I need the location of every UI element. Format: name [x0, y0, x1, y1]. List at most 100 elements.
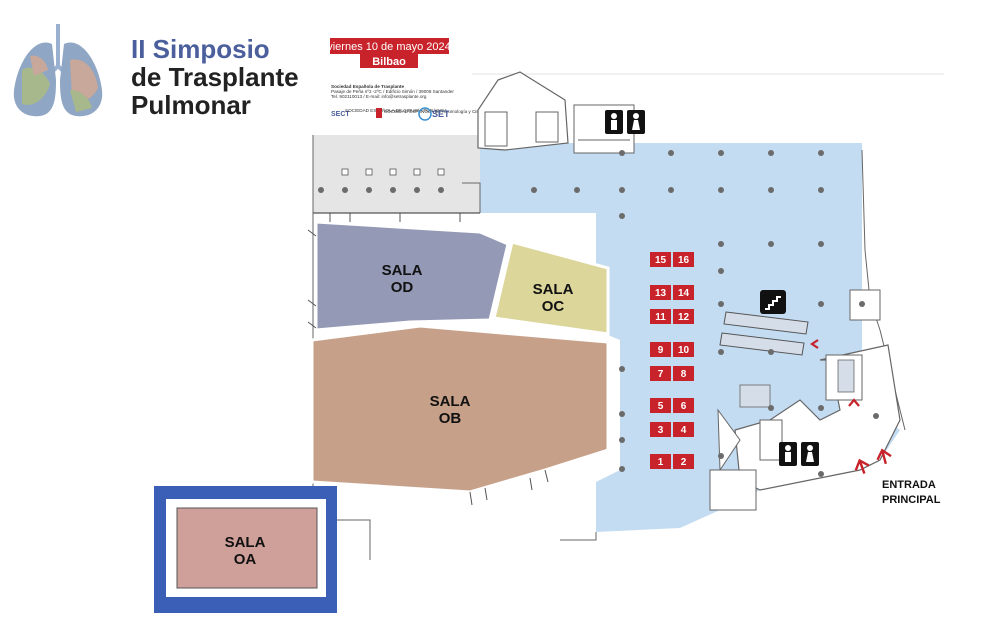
column-dot-icon: [366, 187, 372, 193]
booth-13[interactable]: 13: [650, 285, 671, 300]
sala-od[interactable]: SALA OD: [314, 220, 510, 332]
column-dot-icon: [768, 349, 774, 355]
event-city-badge: [360, 54, 418, 68]
escalator-1-icon: [723, 311, 809, 335]
booth-box: [673, 454, 694, 469]
booth-5[interactable]: 5: [650, 398, 671, 413]
booth-box: [650, 398, 671, 413]
column-dot-icon: [619, 466, 625, 472]
sala-oc[interactable]: SALA OC: [492, 240, 610, 336]
booth-box: [650, 454, 671, 469]
column-dot-icon: [718, 187, 724, 193]
booth-number: 10: [678, 345, 690, 356]
booth-box: [673, 285, 694, 300]
org-address: Pasaje de Peña nº2 -2ºC / Edificio Simón…: [331, 89, 454, 94]
booth-number: 3: [658, 425, 664, 436]
booth-1[interactable]: 1: [650, 454, 671, 469]
sponsor-separ-logo-icon: [376, 108, 382, 118]
event-date: viernes 10 de mayo 2024: [327, 41, 451, 53]
column-dot-icon: [818, 301, 824, 307]
booth-number: 7: [658, 369, 664, 380]
booth-box: [673, 309, 694, 324]
sala-ob[interactable]: SALA OB: [310, 324, 610, 494]
booth-number: 16: [678, 255, 690, 266]
booth-number: 6: [681, 401, 687, 412]
column-dot-icon: [768, 187, 774, 193]
entrance-arrow-icon-1: [810, 339, 819, 349]
lungs-logo-icon: [13, 24, 103, 117]
booth-12[interactable]: 12: [673, 309, 694, 324]
column-dot-icon: [818, 187, 824, 193]
restroom-icon-entrance[interactable]: [779, 442, 819, 466]
sala-ob-label-1: SALA: [430, 393, 471, 410]
org-contact: Tel. 902110013 / E-mail: info@setrasplan…: [331, 94, 427, 99]
booth-11[interactable]: 11: [650, 309, 671, 324]
booth-number: 13: [655, 288, 667, 299]
column-dot-icon: [414, 187, 420, 193]
entrance-arrow-icon-3: [854, 458, 870, 474]
column-marker-icon: [365, 168, 373, 176]
booth-number: 2: [681, 457, 687, 468]
booth-2[interactable]: 2: [673, 454, 694, 469]
sala-ob-label-2: OB: [439, 410, 462, 427]
booth-box: [650, 366, 671, 381]
sponsor-sect-subtitle: SOCIEDAD ESPAÑOLA DE CIRUGÍA TORÁCICA: [345, 107, 448, 113]
booth-10[interactable]: 10: [673, 342, 694, 357]
event-title-line-1: II Simposio: [131, 34, 270, 64]
sala-oa[interactable]: SALA OA: [154, 486, 337, 613]
column-dot-icon: [531, 187, 537, 193]
booth-15[interactable]: 15: [650, 252, 671, 267]
org-name: Sociedad Española de Trasplante: [331, 84, 404, 89]
sponsor-set-logo: SET: [432, 109, 450, 119]
booth-4[interactable]: 4: [673, 422, 694, 437]
booth-number: 9: [658, 345, 664, 356]
booth-8[interactable]: 8: [673, 366, 694, 381]
column-dot-icon: [342, 187, 348, 193]
entrance-arrow-icon-4: [876, 448, 892, 465]
sala-od-label-2: OD: [391, 279, 414, 296]
booth-number: 8: [681, 369, 687, 380]
stairs-icon[interactable]: [760, 290, 786, 314]
event-title-line-2: de Trasplante: [131, 62, 299, 92]
sala-oa-label-2: OA: [234, 551, 257, 568]
column-marker-icon: [413, 168, 421, 176]
sala-oc-label-1: SALA: [533, 281, 574, 298]
restroom-icon-top[interactable]: [605, 110, 645, 134]
column-dot-icon: [768, 241, 774, 247]
booth-7[interactable]: 7: [650, 366, 671, 381]
event-title-line-3: Pulmonar: [131, 90, 251, 120]
column-marker-icon: [437, 168, 445, 176]
booth-6[interactable]: 6: [673, 398, 694, 413]
column-dot-icon: [718, 349, 724, 355]
entrance-label-line-1: ENTRADA: [882, 479, 936, 491]
booth-box: [650, 252, 671, 267]
column-dot-icon: [818, 241, 824, 247]
column-dot-icon: [619, 437, 625, 443]
booth-box: [673, 422, 694, 437]
booth-14[interactable]: 14: [673, 285, 694, 300]
booth-3[interactable]: 3: [650, 422, 671, 437]
booth-9[interactable]: 9: [650, 342, 671, 357]
column-dot-icon: [818, 150, 824, 156]
booth-box: [650, 285, 671, 300]
column-dot-icon: [619, 366, 625, 372]
column-dot-icon: [818, 471, 824, 477]
sala-od-label-1: SALA: [382, 262, 423, 279]
column-marker-icon: [341, 168, 349, 176]
column-grid: [318, 150, 879, 477]
sponsor-separ-subtitle: SOCIEDAD ESPAÑOLA DE Neumología y Cirugí…: [384, 108, 506, 114]
booth-number: 1: [658, 457, 664, 468]
sala-oa-label-1: SALA: [225, 534, 266, 551]
sponsor-sect-logo: SECT: [331, 111, 350, 118]
event-date-badge: [330, 38, 449, 54]
booth-box: [673, 366, 694, 381]
booth-number: 14: [678, 288, 690, 299]
column-dot-icon: [768, 405, 774, 411]
booth-16[interactable]: 16: [673, 252, 694, 267]
booth-box: [673, 342, 694, 357]
booth-box: [673, 398, 694, 413]
column-dot-icon: [718, 150, 724, 156]
column-dot-icon: [818, 405, 824, 411]
column-dot-icon: [718, 453, 724, 459]
